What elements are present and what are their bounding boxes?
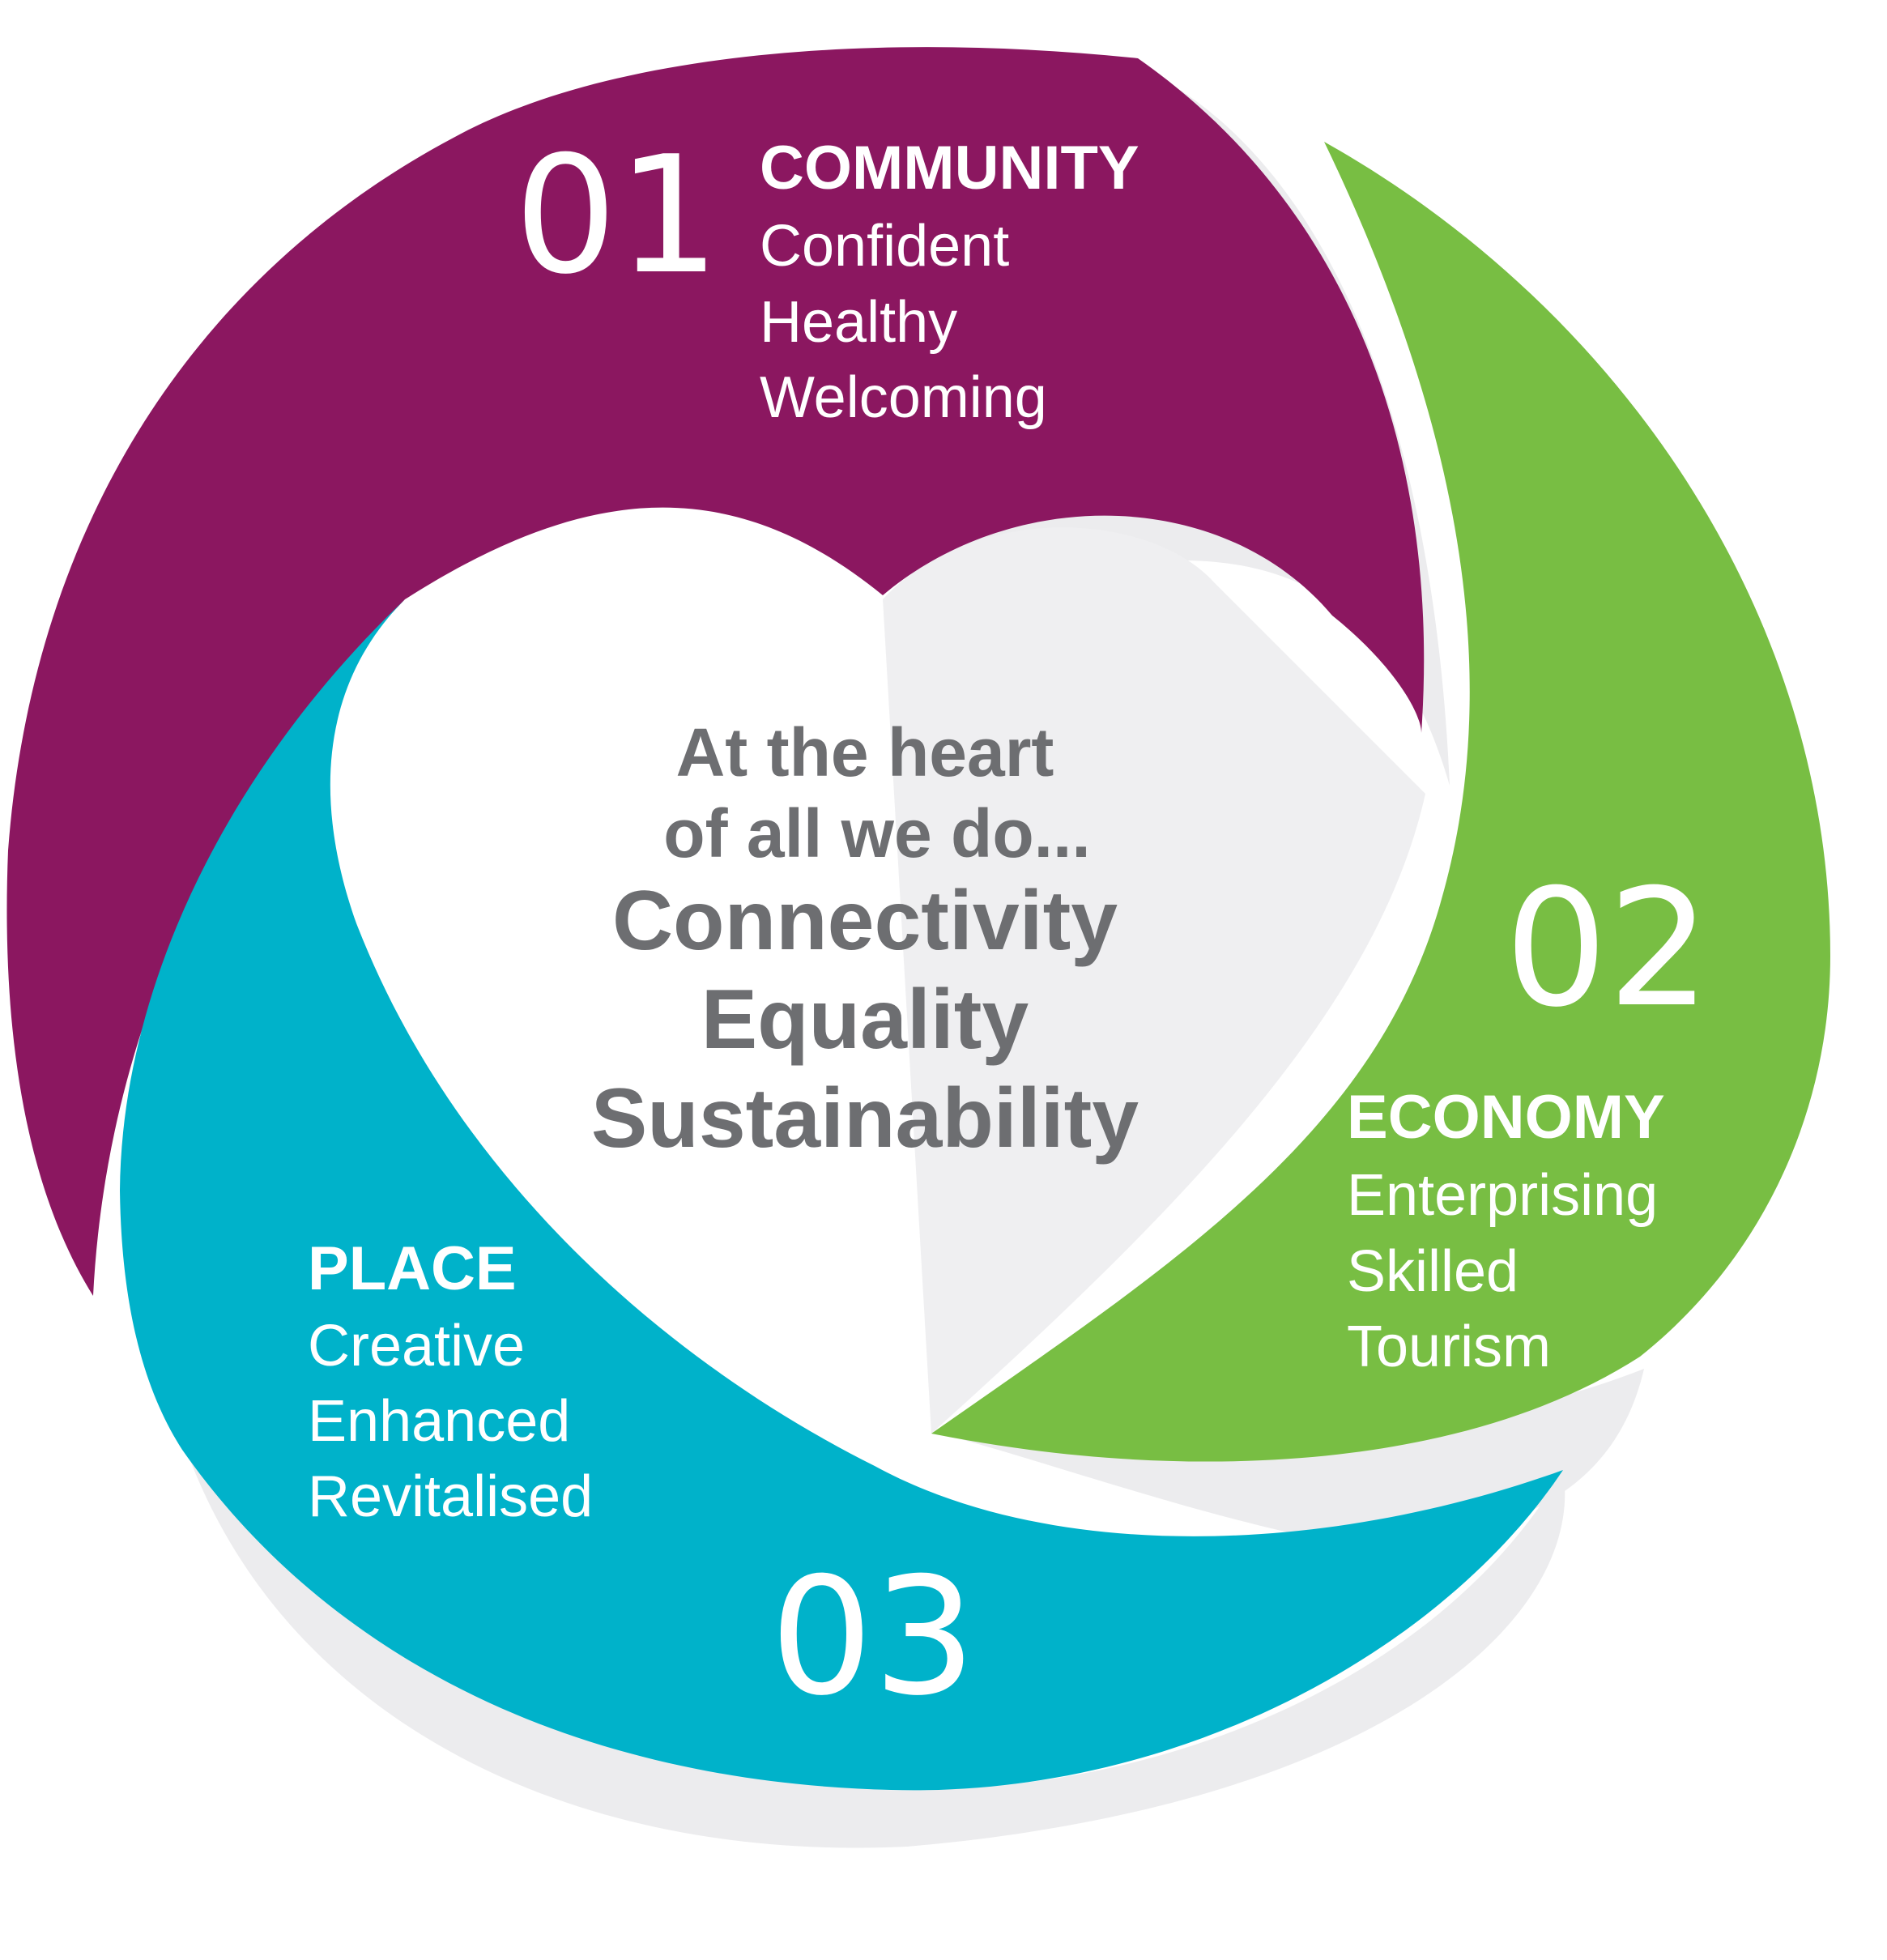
community-item-confident: Confident: [760, 214, 1009, 279]
economy-item-skilled: Skilled: [1347, 1239, 1519, 1304]
center-value-equality: Equality: [701, 973, 1029, 1067]
community-number: 01: [514, 121, 721, 310]
center-intro-line-2: of all we do...: [663, 795, 1090, 871]
center-value-connectivity: Connectivity: [612, 874, 1118, 968]
place-item-enhanced: Enhanced: [308, 1389, 570, 1454]
economy-segment: [931, 142, 1830, 1462]
economy-item-enterprising: Enterprising: [1347, 1163, 1658, 1228]
community-title: COMMUNITY: [760, 134, 1139, 202]
economy-item-tourism: Tourism: [1347, 1314, 1551, 1379]
place-segment: [120, 599, 1563, 1791]
place-item-revitalised: Revitalised: [308, 1464, 593, 1529]
center-intro-line-1: At the heart: [676, 714, 1054, 790]
place-title: PLACE: [308, 1234, 517, 1303]
community-segment: [6, 47, 1425, 1297]
community-item-healthy: Healthy: [760, 290, 957, 355]
community-item-welcoming: Welcoming: [760, 365, 1047, 430]
heart-shadow: [883, 527, 1425, 1434]
place-number: 03: [770, 1543, 977, 1732]
place-item-creative: Creative: [308, 1314, 525, 1378]
economy-title: ECONOMY: [1347, 1083, 1665, 1152]
place-shadow: [186, 1450, 1565, 1848]
center-value-sustainability: Sustainability: [591, 1072, 1139, 1165]
economy-number: 02: [1505, 854, 1711, 1043]
